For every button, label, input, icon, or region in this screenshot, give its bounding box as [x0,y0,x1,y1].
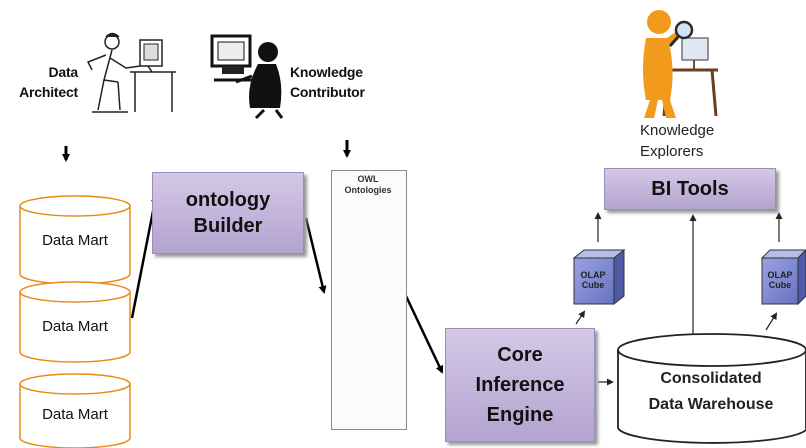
ontology-builder-box: ontology Builder [152,172,304,254]
core-inference-engine-box: Core Inference Engine [445,328,595,442]
data-warehouse-cylinder [617,333,806,444]
owl-ontologies-panel [331,170,407,430]
data-mart-cylinder-2 [19,281,131,363]
data-mart-cylinder-3 [19,373,131,448]
data-mart-label-3: Data Mart [42,406,108,423]
data-architect-illustration [86,32,176,113]
knowledge-contributor-illustration [210,34,284,120]
olap-cube-left-shape [572,248,626,306]
knowledge-explorers-label: Knowledge Explorers [640,122,715,160]
data-mart-label-2: Data Mart [42,318,108,335]
data-mart-cylinder-1 [19,195,131,285]
olap-cube-right-label: OLAP Cube [767,270,793,290]
bi-connectors [575,212,783,386]
olap-cube-left-label: OLAP Cube [580,270,606,290]
data-architect-label: Data Architect [19,64,78,100]
actor-down-arrows [62,140,351,162]
data-warehouse-label: Consolidated Data Warehouse [648,370,774,413]
bi-tools-box: BI Tools [604,168,776,210]
data-mart-label-1: Data Mart [42,232,108,249]
olap-cube-right-shape [760,249,806,306]
knowledge-contributor-label: Knowledge Contributor [290,64,365,100]
owl-ontologies-title: OWL Ontologies [344,174,392,195]
knowledge-explorer-illustration [643,10,718,118]
